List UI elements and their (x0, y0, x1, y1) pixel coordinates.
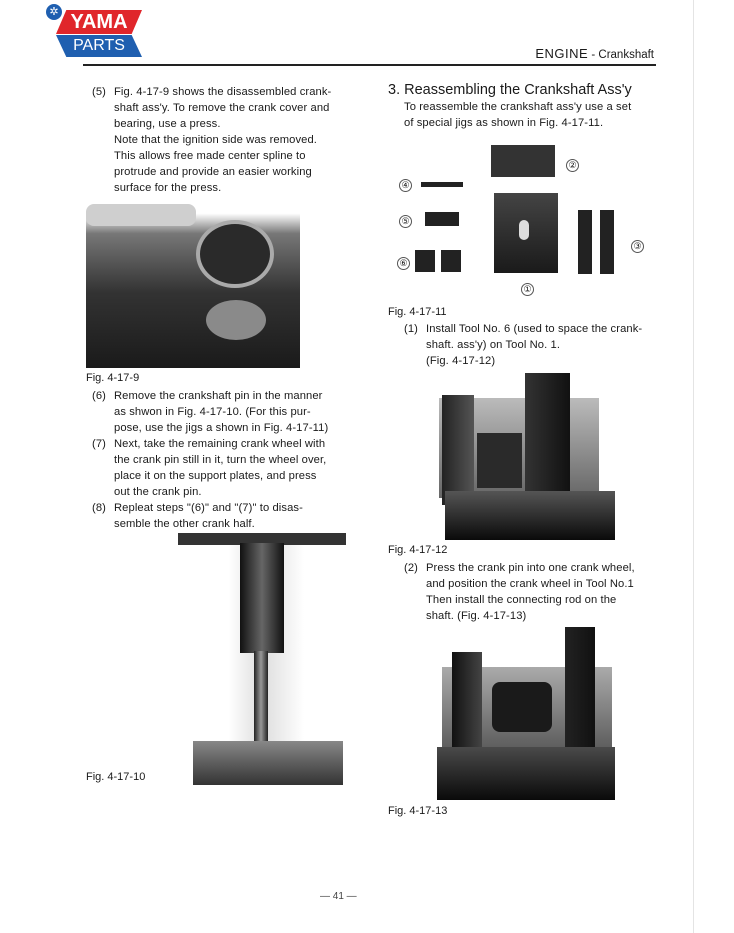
step-number: (1) (404, 323, 418, 335)
text-line: and position the crank wheel in Tool No.… (426, 578, 634, 590)
text-line: This allows free made center spline to (114, 150, 306, 162)
figure-special-jigs: ② ④ ① ⑤ ⑥ ③ (395, 140, 655, 300)
text-line: surface for the press. (114, 182, 222, 194)
jig-label: ① (521, 283, 534, 296)
step-number: (5) (92, 86, 106, 98)
page-number: — 41 — (320, 891, 357, 902)
jig-label: ⑤ (399, 215, 412, 228)
photo-connecting-rod-install (437, 627, 615, 800)
figure-caption: Fig. 4-17-10 (86, 771, 146, 783)
step-2: (2) Press the crank pin into one crank w… (404, 560, 656, 624)
photo-tool-6-on-tool-1 (437, 373, 615, 540)
text-line: Note that the ignition side was removed. (114, 134, 317, 146)
photo-crankpin-press (178, 533, 346, 785)
text-line: shaft. ass'y) on Tool No. 1. (426, 339, 561, 351)
logo-emblem-icon: ✲ (46, 4, 62, 20)
text-line: Next, take the remaining crank wheel wit… (114, 438, 326, 450)
jig-label: ② (566, 159, 579, 172)
figure-caption: Fig. 4-17-9 (86, 372, 140, 384)
text-line: out the crank pin. (114, 486, 202, 498)
jig-6b (441, 250, 461, 272)
header-subsection: - Crankshaft (588, 49, 654, 61)
text-line: as shwon in Fig. 4-17-10. (For this pur- (114, 406, 311, 418)
logo-text-yama: YAMA (56, 10, 142, 34)
jig-label: ④ (399, 179, 412, 192)
text-line: semble the other crank half. (114, 518, 255, 530)
jig-2 (491, 145, 555, 177)
jig-6a (415, 250, 435, 272)
text-line: protrude and provide an easier working (114, 166, 312, 178)
text-line: pose, use the jigs a shown in Fig. 4-17-… (114, 422, 329, 434)
text-line: the crank pin still in it, turn the whee… (114, 454, 327, 466)
step-number: (8) (92, 502, 106, 514)
figure-caption: Fig. 4-17-12 (388, 544, 448, 556)
jig-4 (421, 182, 463, 187)
figure-caption: Fig. 4-17-13 (388, 805, 448, 817)
step-number: (7) (92, 438, 106, 450)
jig-5 (425, 212, 459, 226)
text-line: of special jigs as shown in Fig. 4-17-11… (404, 117, 604, 129)
section-intro: To reassemble the crankshaft ass'y use a… (404, 99, 656, 131)
right-margin-line (693, 0, 694, 933)
jig-3a (578, 210, 592, 274)
photo-crank-cover-press (86, 200, 300, 368)
text-line: shaft. (Fig. 4-17-13) (426, 610, 527, 622)
text-line: Remove the crankshaft pin in the manner (114, 390, 323, 402)
text-line: bearing, use a press. (114, 118, 221, 130)
yamaparts-logo: ✲ YAMA PARTS (46, 4, 146, 57)
text-line: Fig. 4-17-9 shows the disassembled crank… (114, 86, 332, 98)
jig-3b (600, 210, 614, 274)
text-line: Repleat steps "(6)" and "(7)" to disas- (114, 502, 303, 514)
step-1: (1) Install Tool No. 6 (used to space th… (404, 321, 656, 369)
text-line: To reassemble the crankshaft ass'y use a… (404, 101, 632, 113)
step-5: (5) Fig. 4-17-9 shows the disassembled c… (92, 84, 344, 196)
figure-caption: Fig. 4-17-11 (388, 306, 447, 318)
text-line: shaft ass'y. To remove the crank cover a… (114, 102, 330, 114)
jig-label: ⑥ (397, 257, 410, 270)
page-header: ENGINE - Crankshaft (535, 46, 654, 61)
header-section: ENGINE (535, 46, 589, 61)
logo-text-parts: PARTS (56, 35, 142, 57)
text-line: place it on the support plates, and pres… (114, 470, 317, 482)
text-line: Press the crank pin into one crank wheel… (426, 562, 635, 574)
header-rule (83, 64, 656, 66)
step-number: (2) (404, 562, 418, 574)
text-line: (Fig. 4-17-12) (426, 355, 496, 367)
text-line: Then install the connecting rod on the (426, 594, 617, 606)
text-line: Install Tool No. 6 (used to space the cr… (426, 323, 643, 335)
section-heading: 3. Reassembling the Crankshaft Ass'y (388, 82, 632, 98)
jig-label: ③ (631, 240, 644, 253)
steps-6-8: (6) Remove the crankshaft pin in the man… (92, 388, 344, 532)
step-number: (6) (92, 390, 106, 402)
